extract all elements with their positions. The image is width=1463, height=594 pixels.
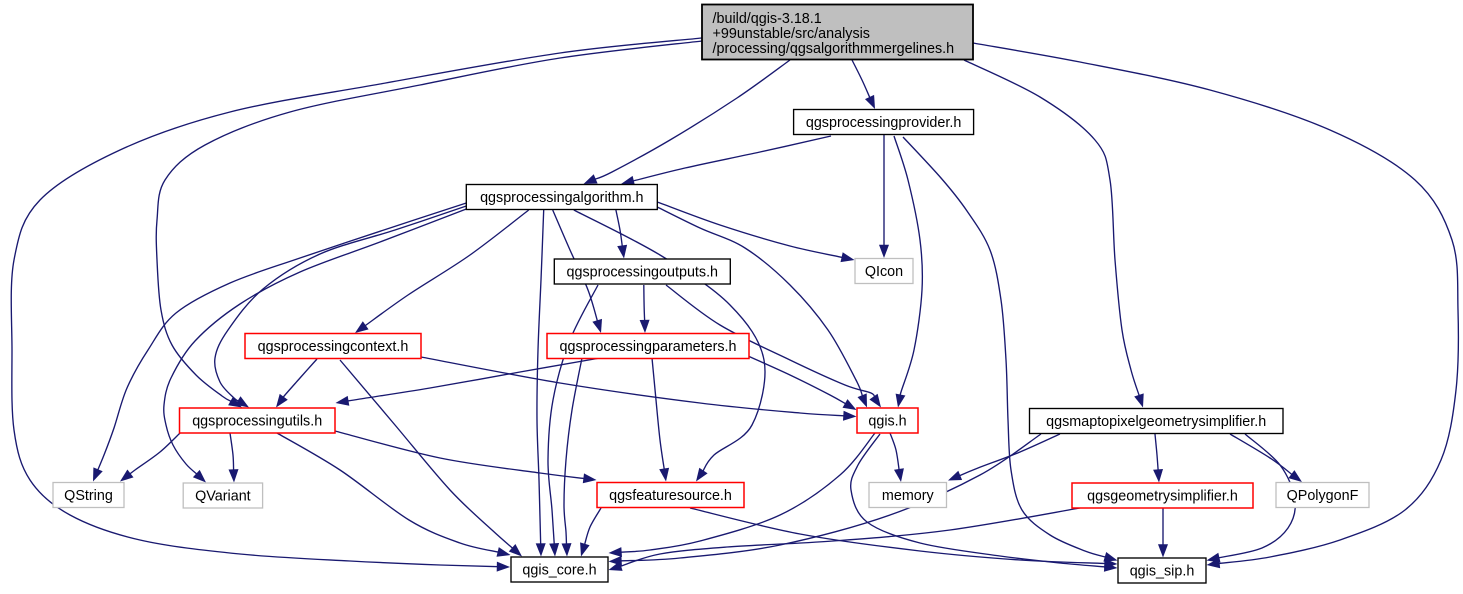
svg-text:QPolygonF: QPolygonF xyxy=(1287,488,1359,504)
svg-text:qgsprocessingcontext.h: qgsprocessingcontext.h xyxy=(258,339,409,355)
svg-text:QVariant: QVariant xyxy=(195,489,251,505)
svg-text:qgsfeaturesource.h: qgsfeaturesource.h xyxy=(609,488,732,504)
svg-text:qgsmaptopixelgeometrysimplifie: qgsmaptopixelgeometrysimplifier.h xyxy=(1046,414,1266,430)
svg-text:/build/qgis-3.18.1: /build/qgis-3.18.1 xyxy=(713,11,822,27)
svg-text:qgsprocessingparameters.h: qgsprocessingparameters.h xyxy=(560,339,737,355)
svg-text:QIcon: QIcon xyxy=(865,264,903,280)
svg-text:qgis.h: qgis.h xyxy=(868,414,906,430)
svg-text:memory: memory xyxy=(882,488,935,504)
svg-text:qgis_sip.h: qgis_sip.h xyxy=(1130,564,1195,580)
svg-text:qgsprocessingoutputs.h: qgsprocessingoutputs.h xyxy=(567,265,719,281)
svg-text:qgsgeometrysimplifier.h: qgsgeometrysimplifier.h xyxy=(1087,489,1238,505)
svg-text:qgsprocessingalgorithm.h: qgsprocessingalgorithm.h xyxy=(480,190,643,206)
svg-text:qgsprocessingutils.h: qgsprocessingutils.h xyxy=(192,414,322,430)
svg-text:+99unstable/src/analysis: +99unstable/src/analysis xyxy=(713,26,870,42)
svg-text:qgsprocessingprovider.h: qgsprocessingprovider.h xyxy=(806,115,962,131)
svg-text:/processing/qgsalgorithmmergel: /processing/qgsalgorithmmergelines.h xyxy=(713,41,955,57)
svg-text:qgis_core.h: qgis_core.h xyxy=(522,563,596,579)
svg-text:QString: QString xyxy=(64,488,113,504)
